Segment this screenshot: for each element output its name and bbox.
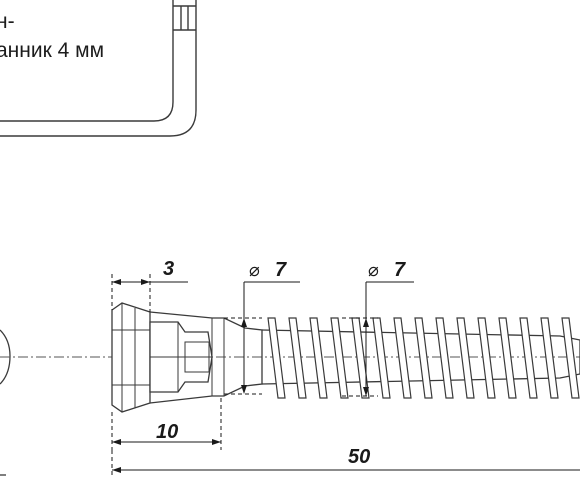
thread-crest (309, 317, 328, 399)
dimension-head-length (111, 274, 188, 312)
screw-head (111, 302, 151, 413)
thread-crest (498, 317, 517, 399)
thread-diameter-label: 7 (394, 259, 406, 281)
dimension-head-to-shank (111, 398, 222, 450)
neck-diameter-symbol: ⌀ (249, 260, 260, 281)
dimension-total-length-label: 50 (348, 446, 370, 468)
thread-diameter-symbol: ⌀ (368, 260, 379, 281)
thread-crest (519, 317, 538, 399)
dimension-head-length-label: 3 (163, 258, 174, 280)
dimension-total-length (111, 450, 580, 478)
thread-crest (393, 317, 412, 399)
thread-crest (267, 317, 286, 399)
thread-crest (414, 317, 433, 399)
neck-diameter-label: 7 (275, 259, 287, 281)
thread-crest (372, 317, 391, 399)
thread-crest (477, 317, 496, 399)
caption-line-1: н- (0, 10, 15, 33)
thread-crest (456, 317, 475, 399)
caption-line-2: анник 4 мм (0, 39, 104, 62)
thread-crest (561, 317, 580, 399)
dimension-head-to-shank-label: 10 (156, 421, 178, 443)
left-fragment (0, 329, 11, 476)
screw-threads (267, 317, 580, 399)
thread-crest (288, 317, 307, 399)
dimension-neck-diameter (224, 281, 300, 395)
thread-crest (330, 317, 349, 399)
thread-crest (435, 317, 454, 399)
dimension-thread-diameter (342, 281, 414, 397)
hex-key-icon (0, 0, 197, 137)
thread-crest (540, 317, 559, 399)
